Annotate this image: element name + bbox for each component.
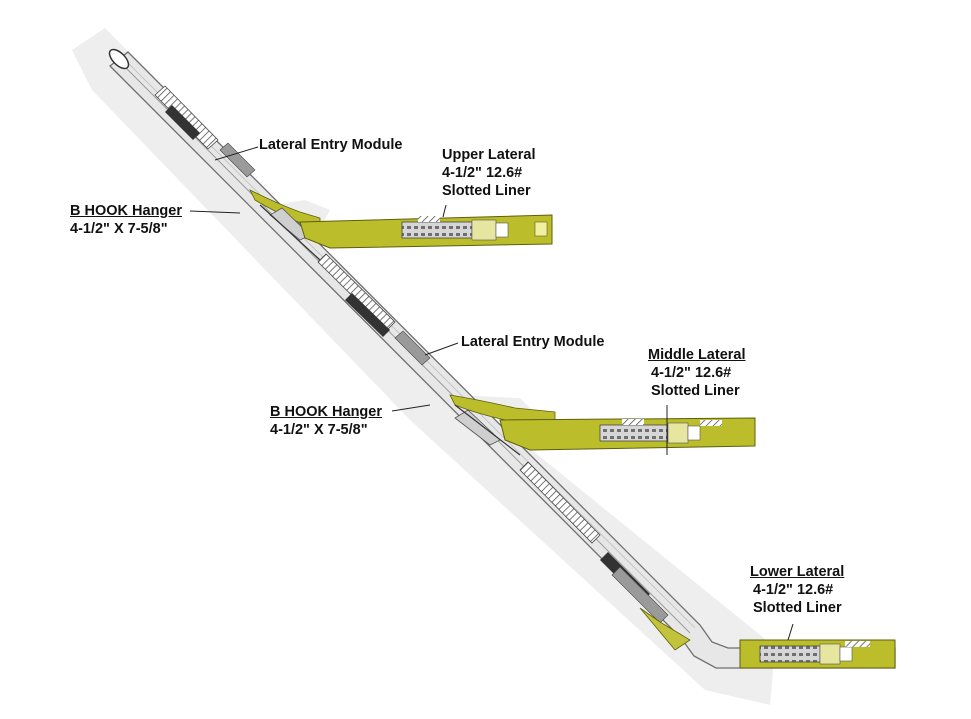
- leader-lines: [189, 146, 794, 641]
- middle-junction: [449, 394, 556, 456]
- hanger-upper-title: B HOOK Hanger: [70, 203, 182, 219]
- lateral-entry-module-middle-label: Lateral Entry Module: [461, 334, 605, 350]
- hanger-middle-title: B HOOK Hanger: [270, 404, 382, 420]
- mid-tool-string: [317, 253, 431, 366]
- upper-lateral-size: 4-1/2" 12.6#: [442, 165, 523, 181]
- upper-lateral-liner: [299, 214, 553, 249]
- hanger-middle-size: 4-1/2" X 7-5/8": [270, 422, 368, 438]
- lower-lateral-liner: [739, 639, 896, 669]
- middle-lateral-title: Middle Lateral: [648, 347, 746, 363]
- lower-tool-string: [519, 461, 691, 651]
- hanger-upper-label: B HOOK Hanger 4-1/2" X 7-5/8": [70, 202, 182, 238]
- lower-lateral-type: Slotted Liner: [753, 600, 842, 616]
- hanger-upper-size: 4-1/2" X 7-5/8": [70, 221, 168, 237]
- hanger-middle-label: B HOOK Hanger 4-1/2" X 7-5/8": [270, 403, 382, 439]
- lower-lateral-title: Lower Lateral: [750, 564, 845, 580]
- middle-lateral-size: 4-1/2" 12.6#: [651, 365, 732, 381]
- middle-lateral-liner: [499, 417, 756, 451]
- middle-lateral-label: Middle Lateral 4-1/2" 12.6# Slotted Line…: [648, 346, 746, 400]
- upper-tool-string: [154, 85, 256, 178]
- upper-lateral-title: Upper Lateral: [442, 147, 536, 163]
- upper-lateral-label: Upper Lateral 4-1/2" 12.6# Slotted Liner: [442, 146, 535, 200]
- lower-lateral-size: 4-1/2" 12.6#: [753, 582, 834, 598]
- lower-lateral-label: Lower Lateral 4-1/2" 12.6# Slotted Liner: [750, 563, 844, 617]
- upper-lateral-type: Slotted Liner: [442, 183, 531, 199]
- middle-lateral-type: Slotted Liner: [651, 383, 740, 399]
- lateral-entry-module-upper-label: Lateral Entry Module: [259, 137, 403, 153]
